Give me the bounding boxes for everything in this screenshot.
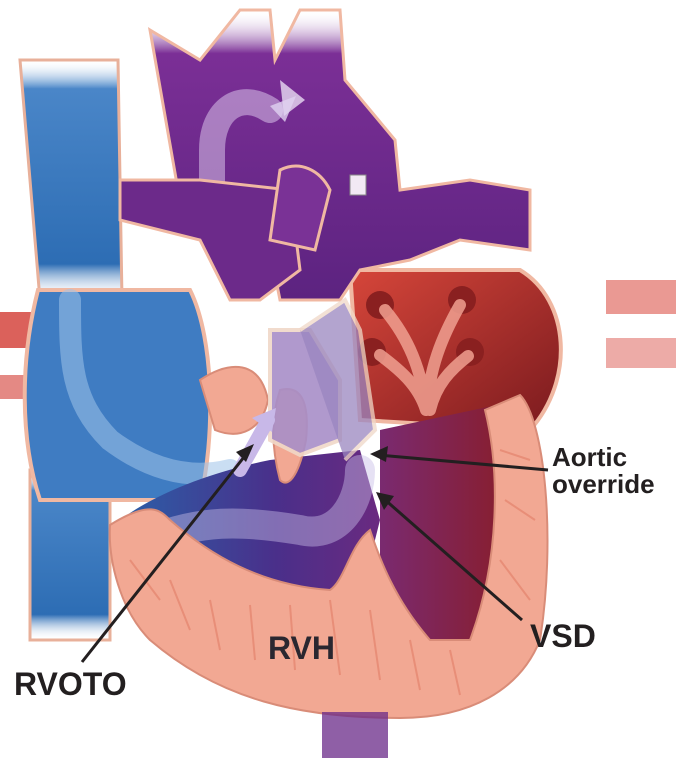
label-aortic-override-line2: override [552,471,655,498]
superior-vena-cava [20,60,122,300]
left-atrium [350,270,561,430]
pulmonary-vein-right [606,280,676,368]
descending-vessel [322,712,388,758]
label-rvoto: RVOTO [14,668,127,702]
label-aortic-override-line1: Aortic [552,444,655,471]
right-atrium [25,290,230,500]
label-rvh: RVH [268,632,335,666]
label-vsd: VSD [530,620,596,654]
label-aortic-override: Aortic override [552,444,655,499]
